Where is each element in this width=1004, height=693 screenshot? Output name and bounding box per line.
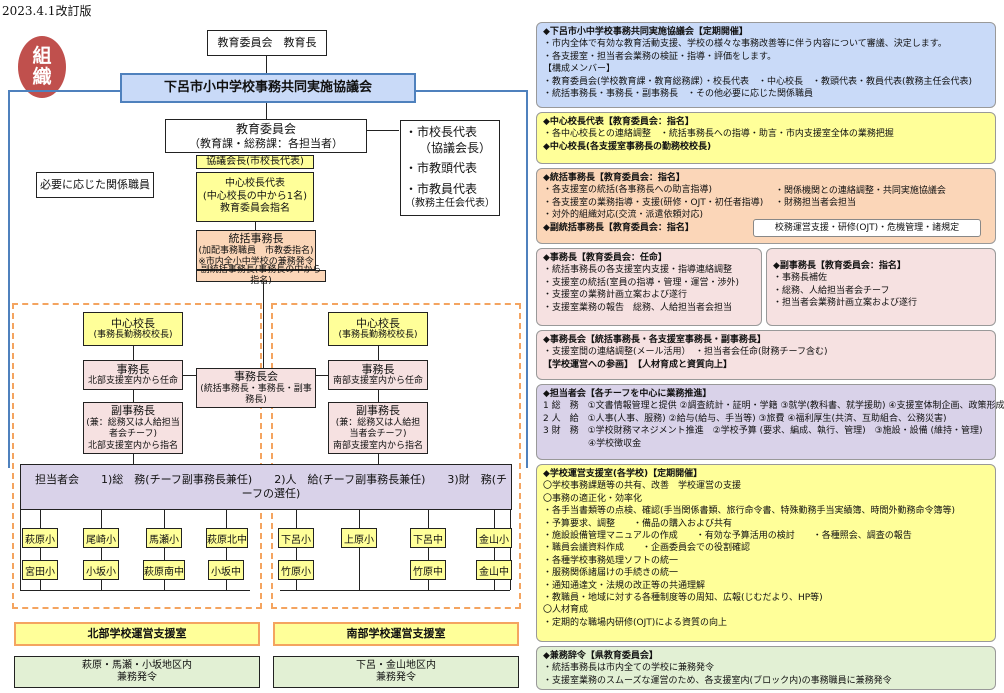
- school-ozaki-elementary: 尾崎小: [83, 528, 119, 548]
- vice-chief-box: 副統括事務長(事務長の中から指名): [196, 265, 326, 286]
- school-maze-elementary: 馬瀬小: [146, 528, 182, 548]
- staff-meeting-bar: 担当者会 1)総 務(チーフ副事務長兼任) 2)人 給(チーフ副事務長兼任) 3…: [20, 464, 512, 510]
- board-of-education-head: 教育委員会 教育長: [207, 30, 327, 56]
- revision-label: 2023.4.1改訂版: [2, 4, 92, 18]
- school-support-room-panel: ◆学校運営支援室(各学校)【定期開催】 〇学校事務課題等の共有、改善 学校運営の…: [536, 464, 996, 642]
- heads-meeting-panel: ◆事務長会【統括事務長・各支援室事務長・副事務長】 ・支援室間の連絡調整(メール…: [536, 330, 996, 380]
- school-osaka-elementary: 小坂小: [83, 560, 119, 580]
- school-kanayama-elementary: 金山小: [476, 528, 512, 548]
- school-takehara-junior: 竹原中: [410, 560, 446, 580]
- south-support-room: 南部学校運営支援室: [273, 622, 519, 646]
- school-takehara-elementary: 竹原小: [278, 560, 314, 580]
- head-administrator-panel: ◆事務長【教育委員会：任命】 ・統括事務長の各支援室内支援・指導連絡調整 ・支援…: [536, 248, 762, 326]
- north-vice-administrator: 副事務長(兼：総務又は人給担当者会チーフ)北部支援室内から指名: [83, 402, 183, 454]
- heads-meeting-box: 事務長会(統括事務長・事務長・副事務長): [196, 368, 316, 408]
- south-region-frame: [271, 303, 521, 609]
- organization-badge: 組 織: [18, 36, 66, 98]
- north-area-box: 萩原・馬瀬・小坂地区内兼務発令: [14, 656, 260, 688]
- council-members-box: ・市校長代表 （協議会長） ・市教頭代表 ・市教員代表 （教務主任会代表）: [400, 120, 500, 216]
- school-hagiwara-elementary: 萩原小: [22, 528, 58, 548]
- staff-meeting-panel: ◆担当者会【各チーフを中心に業務推進】 1 総 務 ①文書情報管理と提供 ②調査…: [536, 384, 1004, 460]
- board-box: 教育委員会（教育課・総務課：各担当者）: [165, 119, 367, 153]
- north-central-principal: 中心校長(事務長勤務校校長): [83, 312, 183, 346]
- council-description-panel: ◆下呂市小中学校事務共同実施協議会【定期開催】 ・市内全体で有効な教育活動支援、…: [536, 22, 996, 108]
- school-miyada-elementary: 宮田小: [22, 560, 58, 580]
- chief-administrator-box: 統括事務長(加配事務職員 市教委指名)※市内全小中学校の兼務発令: [196, 230, 316, 270]
- north-support-room: 北部学校運営支援室: [14, 622, 260, 646]
- north-region-frame: [12, 303, 262, 609]
- south-central-principal: 中心校長(事務長勤務校校長): [328, 312, 428, 346]
- south-head-administrator: 事務長南部支援室内から任命: [328, 360, 428, 390]
- concurrent-appointment-panel: ◆兼務辞令【県教育委員会】 ・統括事務長は市内全ての学校に兼務発令 ・支援室業務…: [536, 646, 996, 690]
- school-kanayama-junior: 金山中: [476, 560, 512, 580]
- school-gero-elementary: 下呂小: [278, 528, 314, 548]
- vice-administrator-panel: ◆副事務長【教育委員会：指名】 ・事務長補佐 ・総務、人給担当者会チーフ ・担当…: [766, 248, 996, 326]
- school-gero-junior: 下呂中: [410, 528, 446, 548]
- north-head-administrator: 事務長北部支援室内から任命: [83, 360, 183, 390]
- central-principal-rep-box: 中心校長代表(中心校長の中から1名)教育委員会指名: [196, 172, 314, 222]
- chief-administrator-panel: ◆統括事務長【教育委員会：指名】 ・各支援室の統括(各事務長への助言指導) ・各…: [536, 168, 996, 244]
- school-hagiwara-minami-junior: 萩原南中: [143, 560, 185, 580]
- council-title: 下呂市小中学校事務共同実施協議会: [120, 73, 416, 103]
- badge-char-1: 組: [32, 45, 52, 68]
- chief-duties-box: 校務運営支援・研修(OJT)・危機管理・諸規定: [753, 219, 981, 237]
- south-vice-administrator: 副事務長(兼：総務又は人給担当者会チーフ)南部支援室内から指名: [328, 402, 428, 454]
- school-kamihara-elementary: 上原小: [341, 528, 377, 548]
- badge-char-2: 織: [32, 66, 52, 88]
- school-osaka-junior: 小坂中: [208, 560, 244, 580]
- south-area-box: 下呂・金山地区内兼務発令: [273, 656, 519, 688]
- central-principal-panel: ◆中心校長代表【教育委員会：指名】 ・各中心校長との連絡調整 ・統括事務長への指…: [536, 112, 996, 164]
- council-chair-box: 協議会長(市校長代表): [196, 155, 314, 169]
- school-hagiwara-kita-junior: 萩原北中: [206, 528, 248, 548]
- related-staff-box: 必要に応じた関係職員: [36, 172, 154, 198]
